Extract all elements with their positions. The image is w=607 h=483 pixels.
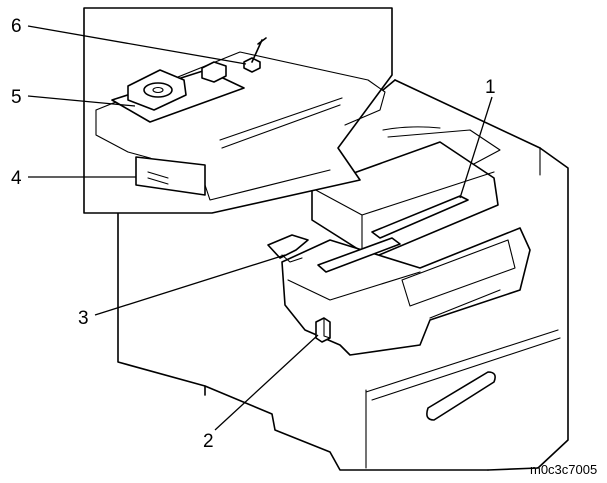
figure-code: m0c3c7005: [530, 462, 597, 477]
callout-4: 4: [11, 168, 22, 189]
leader-lines: [27, 25, 493, 431]
callout-1: 1: [485, 77, 496, 98]
toner-cartridge: [281, 141, 531, 356]
inset-panel: [83, 7, 393, 214]
leader-6: [27, 25, 247, 65]
leader-2: [214, 334, 319, 431]
switch-part: [315, 317, 331, 343]
leader-5: [27, 95, 136, 107]
printer-body: [117, 79, 569, 471]
callout-3: 3: [78, 308, 89, 329]
callout-5: 5: [11, 87, 22, 108]
leader-3: [94, 254, 286, 316]
callout-2: 2: [203, 431, 214, 452]
lever-part: [267, 234, 309, 263]
leader-1: [459, 96, 493, 199]
callout-labels: 1 2 3 4 5 6: [11, 16, 496, 452]
callout-6: 6: [11, 16, 22, 37]
